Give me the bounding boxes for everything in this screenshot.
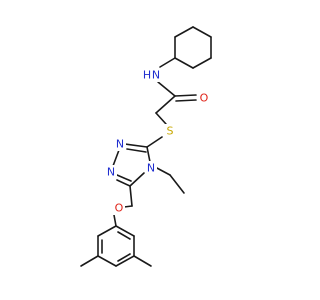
thioether-sulfur: S	[164, 124, 176, 138]
bond-ethyl-2	[169, 174, 185, 194]
bond-s-c3	[146, 136, 163, 148]
bond-c3-n2-b	[126, 148, 147, 153]
bond-cy-4	[192, 57, 212, 69]
ether-oxygen: O	[113, 201, 125, 215]
thioether-s-label: S	[167, 125, 174, 138]
atom-layer: H N O S N N N O	[105, 68, 210, 215]
bond-o-ar	[113, 214, 117, 227]
bond-ar-4	[115, 255, 135, 267]
bond-c-o-double-b	[175, 99, 197, 102]
bond-co-ch2	[155, 95, 176, 114]
bond-c5-ch2	[129, 185, 133, 207]
bond-ar-3	[97, 255, 117, 267]
bond-n1-c5-b	[116, 174, 132, 182]
bond-ar-inner-3	[117, 231, 131, 240]
bond-cy-n	[159, 57, 176, 68]
bond-ar-1	[97, 225, 117, 237]
amide-nitrogen: H N	[143, 68, 161, 82]
ether-o-label: O	[115, 202, 124, 215]
bond-ch2-s	[155, 112, 167, 125]
bond-n-co	[157, 81, 176, 97]
triazole-n1-label: N	[107, 166, 115, 179]
triazole-n2-label: N	[116, 138, 124, 151]
bond-layer	[80, 26, 212, 267]
bond-ch2-o	[123, 205, 133, 208]
bond-n1-c5-a	[116, 179, 131, 187]
triazole-n4-label: N	[147, 162, 155, 175]
bond-c3-n2-a	[124, 143, 148, 148]
carbonyl-oxygen: O	[198, 91, 210, 105]
bond-methyl-left	[80, 255, 99, 267]
bond-n4-c3	[146, 146, 151, 163]
bond-n4-ethyl-1	[154, 166, 171, 176]
amide-h-label: H	[143, 69, 151, 82]
carbonyl-o-label: O	[200, 92, 209, 105]
bond-cy-5	[174, 57, 194, 69]
triazole-nitrogen-1: N	[105, 165, 117, 179]
triazole-nitrogen-2: N	[114, 137, 126, 151]
bond-ar-inner-2	[117, 253, 131, 262]
bond-n2-n1	[112, 149, 120, 167]
bond-ar-6	[115, 225, 135, 237]
triazole-nitrogen-4: N	[145, 161, 157, 175]
molecule-structure: H N O S N N N O	[80, 26, 212, 267]
bond-cy-1	[174, 26, 194, 38]
bond-cy-2	[192, 26, 212, 38]
bond-methyl-right	[133, 255, 152, 267]
amide-n-label: N	[152, 69, 160, 82]
bond-c5-n4	[129, 172, 145, 187]
bond-c-o-double-a	[174, 94, 197, 97]
